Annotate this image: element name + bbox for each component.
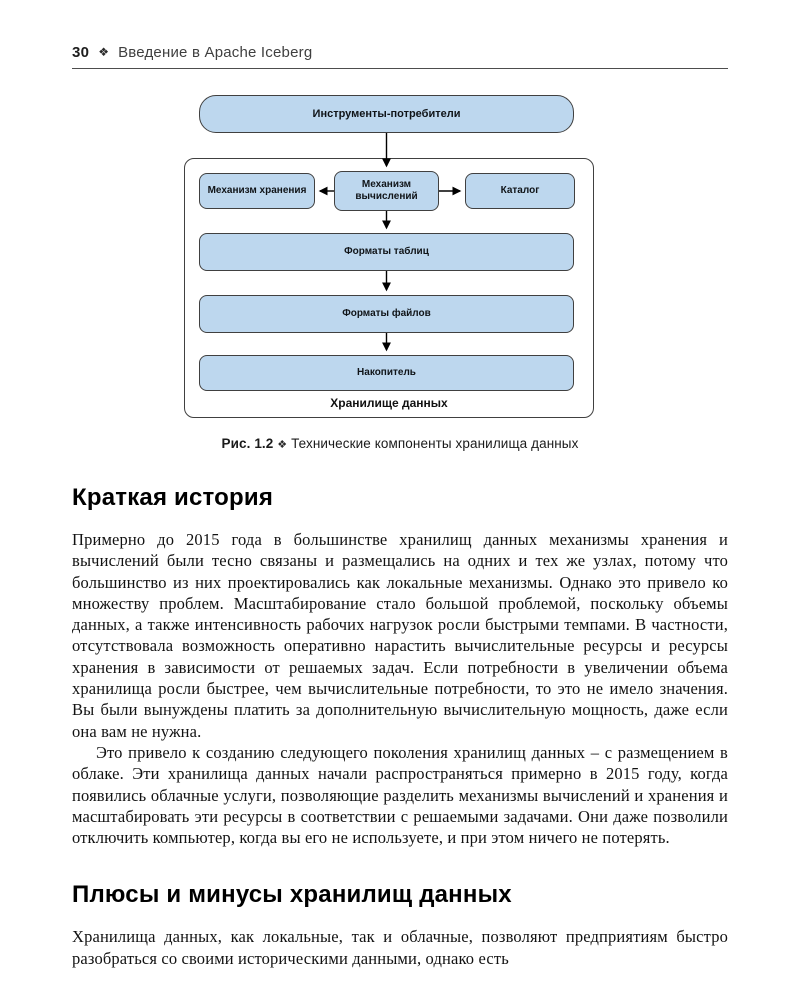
paragraph: Примерно до 2015 года в большинстве хран… (72, 530, 728, 741)
running-title: Введение в Apache Iceberg (118, 44, 313, 61)
figure-1-2: Хранилище данных Инструменты-потребители… (72, 95, 728, 451)
figure-caption-label: Рис. 1.2 (221, 436, 274, 451)
diagram-node-table-formats: Форматы таблиц (199, 233, 574, 271)
section-heading-history: Краткая история (72, 484, 274, 511)
diagram-node-file-formats: Форматы файлов (199, 295, 574, 333)
diagram-node-catalog: Каталог (465, 173, 575, 209)
diagram-node-drive: Накопитель (199, 355, 574, 391)
diamond-icon: ❖ (277, 439, 288, 451)
warehouse-label: Хранилище данных (330, 396, 448, 410)
page-number: 30 (72, 44, 90, 61)
diamond-icon: ❖ (98, 45, 110, 59)
paragraph: Это привело к созданию следующего поколе… (72, 742, 728, 848)
paragraph: Хранилища данных, как локальные, так и о… (72, 927, 728, 968)
page-header: 30 ❖ Введение в Apache Iceberg (72, 44, 728, 69)
figure-caption: Рис. 1.2 ❖ Технические компоненты хранил… (72, 436, 728, 451)
section-heading-pros-cons: Плюсы и минусы хранилищ данных (72, 881, 512, 909)
diagram-node-storage-engine: Механизм хранения (199, 173, 315, 209)
diagram-node-consumer-tools: Инструменты-потребители (199, 95, 574, 133)
diagram-node-compute-engine: Механизм вычислений (334, 171, 439, 211)
figure-caption-text: Технические компоненты хранилища данных (291, 436, 579, 451)
section-pros-cons: Плюсы и минусы хранилищ данных Хранилища… (72, 881, 728, 969)
figure-diagram: Хранилище данных Инструменты-потребители… (184, 95, 596, 421)
section-history: Краткая история Примерно до 2015 года в … (72, 484, 728, 848)
